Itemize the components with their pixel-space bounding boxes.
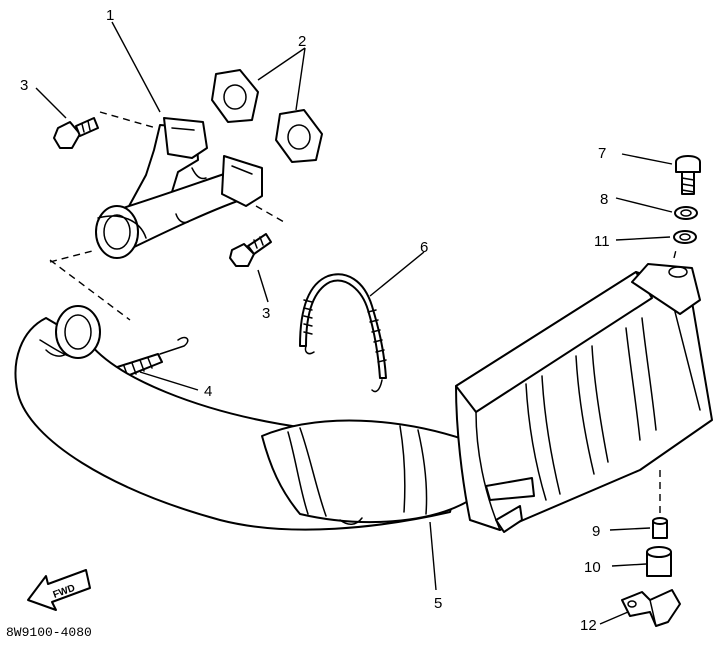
exhaust-manifold bbox=[95, 117, 263, 259]
callout-6: 6 bbox=[420, 239, 428, 256]
callout-3-upper: 3 bbox=[20, 77, 28, 94]
callout-12: 12 bbox=[580, 617, 597, 634]
callout-7: 7 bbox=[598, 145, 606, 162]
callout-9: 9 bbox=[592, 523, 600, 540]
callout-8: 8 bbox=[600, 191, 608, 208]
callout-11: 11 bbox=[594, 233, 610, 250]
manifold-gasket-upper bbox=[211, 69, 259, 123]
callout-4: 4 bbox=[204, 383, 212, 400]
bracket bbox=[621, 589, 681, 627]
damper bbox=[646, 546, 672, 577]
callout-3-lower: 3 bbox=[262, 305, 270, 322]
muffler-assembly bbox=[14, 263, 713, 533]
manifold-gasket-lower bbox=[275, 109, 323, 163]
callout-5: 5 bbox=[434, 595, 442, 612]
leader-lines bbox=[35, 21, 677, 625]
plain-washer bbox=[673, 230, 697, 244]
muffler-bolt bbox=[675, 155, 701, 195]
drawing-code: 8W9100-4080 bbox=[6, 625, 92, 640]
collar bbox=[652, 517, 668, 539]
callout-10: 10 bbox=[584, 559, 601, 576]
spring-washer bbox=[674, 206, 698, 220]
bolt-lower bbox=[229, 233, 272, 267]
bolt-upper bbox=[53, 117, 99, 149]
callout-1: 1 bbox=[106, 7, 114, 24]
fwd-arrow-icon: FWD bbox=[27, 569, 91, 611]
callout-2: 2 bbox=[298, 33, 306, 50]
hose bbox=[299, 273, 387, 393]
